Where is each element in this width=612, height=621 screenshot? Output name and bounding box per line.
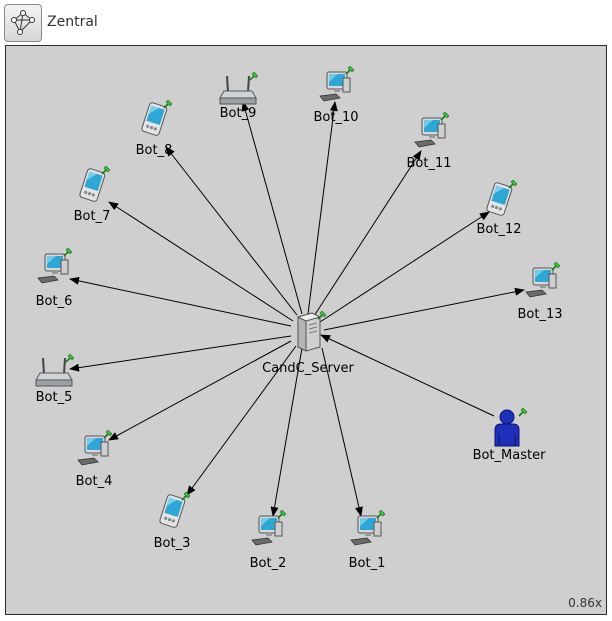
edge-server-to-bot_9: [241, 101, 303, 315]
edge-server-to-bot_11: [313, 150, 422, 317]
node-label: Bot_9: [219, 106, 257, 121]
zoom-level: 0.86x: [568, 596, 602, 610]
server-icon[interactable]: [288, 309, 328, 357]
pda-icon[interactable]: [72, 165, 112, 210]
edge-server-to-bot_7: [108, 201, 294, 322]
desktop-icon[interactable]: [248, 509, 288, 554]
desktop-icon[interactable]: [34, 247, 74, 292]
edge-server-to-bot_8: [165, 146, 298, 316]
window-title: Zentral: [47, 14, 98, 30]
edge-server-to-bot_1: [321, 347, 363, 517]
pda-icon[interactable]: [479, 179, 519, 224]
desktop-icon[interactable]: [74, 429, 114, 474]
title-bar: Zentral: [0, 0, 612, 44]
node-label: Bot_4: [75, 474, 113, 489]
edge-server-to-bot_2: [270, 347, 303, 517]
user-icon[interactable]: [489, 406, 529, 454]
edge-server-to-bot_10: [307, 101, 338, 315]
desktop-icon[interactable]: [411, 111, 451, 156]
node-label: Bot_5: [35, 390, 73, 405]
node-label: Bot_1: [348, 556, 386, 571]
desktop-icon[interactable]: [347, 509, 387, 554]
node-label: Bot_7: [73, 209, 111, 224]
node-label: Bot_3: [153, 536, 191, 551]
edge-bot_master-to-server: [320, 334, 495, 417]
edge-server-to-bot_5: [69, 335, 292, 372]
edge-server-to-bot_6: [69, 276, 292, 327]
node-label: Bot_Master: [472, 448, 546, 463]
pda-icon[interactable]: [134, 99, 174, 144]
desktop-icon[interactable]: [522, 261, 562, 306]
network-canvas[interactable]: 0.86x CandC_Server Bot_Master Bot_1 Bot_…: [5, 45, 607, 615]
pda-icon[interactable]: [152, 491, 192, 536]
network-graph-icon[interactable]: [4, 4, 42, 42]
node-label: Bot_12: [476, 222, 522, 237]
desktop-icon[interactable]: [316, 65, 356, 110]
node-label: Bot_10: [313, 110, 359, 125]
node-label: Bot_13: [517, 307, 563, 322]
edge-layer: [69, 101, 525, 517]
edge-server-to-bot_13: [323, 287, 525, 331]
node-label: Bot_6: [35, 294, 73, 309]
node-label: Bot_11: [406, 156, 452, 171]
edge-server-to-bot_4: [108, 340, 292, 441]
edge-server-to-bot_3: [186, 345, 297, 496]
edge-server-to-bot_12: [319, 211, 490, 323]
node-label: Bot_2: [249, 556, 287, 571]
node-label: CandC_Server: [262, 361, 354, 376]
node-label: Bot_8: [135, 143, 173, 158]
router-icon[interactable]: [34, 352, 75, 396]
router-icon[interactable]: [218, 70, 259, 114]
